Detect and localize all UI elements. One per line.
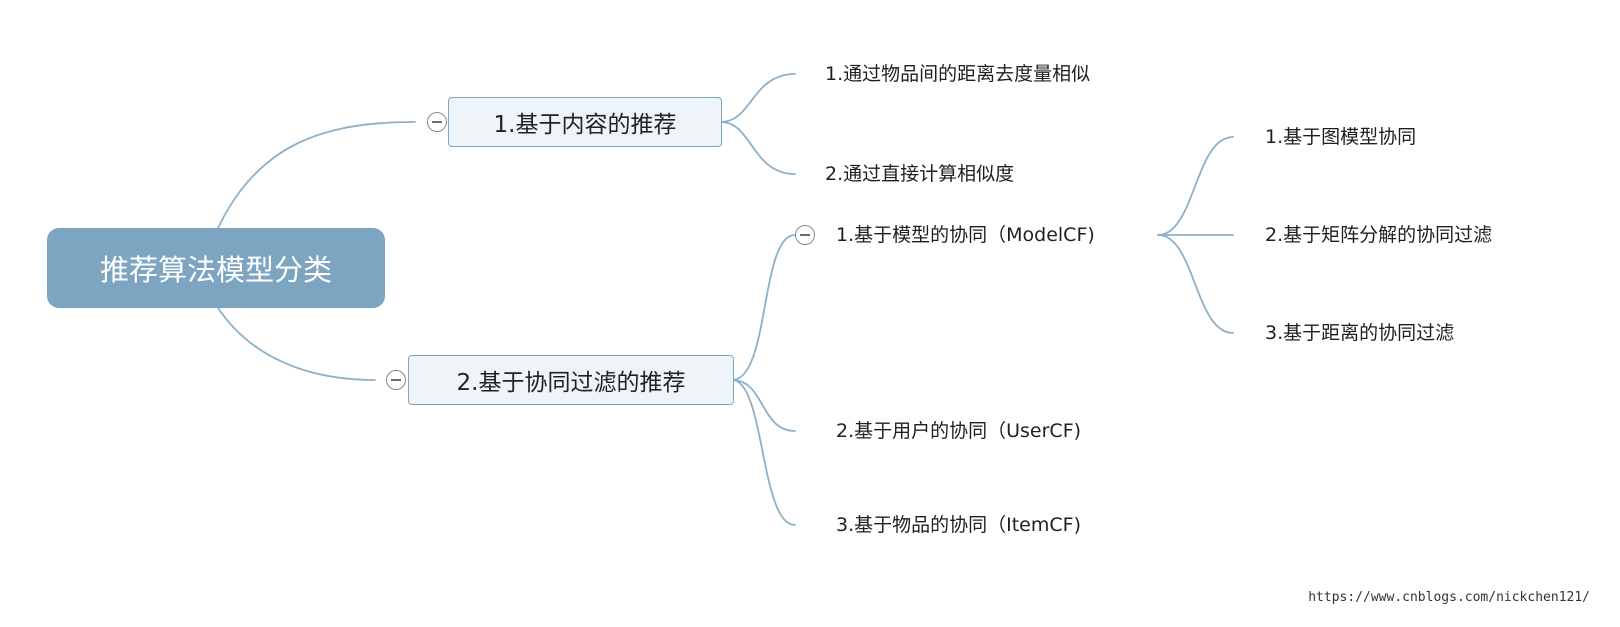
branch-content-based[interactable]: 1.基于内容的推荐 [448,97,722,147]
root-topic[interactable]: 推荐算法模型分类 [47,228,385,308]
subtopic-item-cf[interactable]: 3.基于物品的协同（ItemCF) [836,513,1081,537]
subtopic-model-cf[interactable]: 1.基于模型的协同（ModelCF) [836,223,1095,247]
connector-cf-model [731,234,796,381]
watermark-url: https://www.cnblogs.com/nickchen121/ [1308,590,1590,605]
leaf-label: 2.基于矩阵分解的协同过滤 [1265,224,1493,246]
connector-content-child-1 [720,73,796,123]
connector-cf-item [731,379,796,526]
connector-cf-user [731,379,796,432]
leaf-label: 3.基于距离的协同过滤 [1265,322,1455,344]
leaf-graph-model-cf[interactable]: 1.基于图模型协同 [1265,125,1416,149]
leaf-matrix-factorization-cf[interactable]: 2.基于矩阵分解的协同过滤 [1265,223,1492,247]
subtopic-label: 1.基于模型的协同（ModelCF) [836,224,1095,246]
collapse-minus-icon[interactable] [795,225,815,245]
connector-root-cf [217,307,376,381]
subtopic-label: 3.基于物品的协同（ItemCF) [836,514,1081,536]
connector-root-content [217,121,416,229]
connector-model-child-1 [1157,136,1234,236]
root-topic-label: 推荐算法模型分类 [99,253,332,287]
branch-collaborative-filtering-label: 2.基于协同过滤的推荐 [456,370,686,396]
connector-content-child-2 [720,121,796,175]
leaf-label: 1.基于图模型协同 [1265,126,1417,148]
subtopic-label: 2.基于用户的协同（UserCF) [836,420,1082,442]
leaf-distance-cf[interactable]: 3.基于距离的协同过滤 [1265,321,1454,345]
branch-content-based-label: 1.基于内容的推荐 [493,112,677,138]
collapse-minus-icon[interactable] [427,112,447,132]
branch-collaborative-filtering[interactable]: 2.基于协同过滤的推荐 [408,355,734,405]
collapse-minus-icon[interactable] [386,370,406,390]
connector-model-child-3 [1157,234,1234,334]
leaf-label: 2.通过直接计算相似度 [825,163,1015,185]
leaf-distance-similarity[interactable]: 1.通过物品间的距离去度量相似 [825,62,1090,86]
subtopic-user-cf[interactable]: 2.基于用户的协同（UserCF) [836,419,1081,443]
leaf-label: 1.通过物品间的距离去度量相似 [825,63,1091,85]
leaf-direct-similarity[interactable]: 2.通过直接计算相似度 [825,162,1014,186]
